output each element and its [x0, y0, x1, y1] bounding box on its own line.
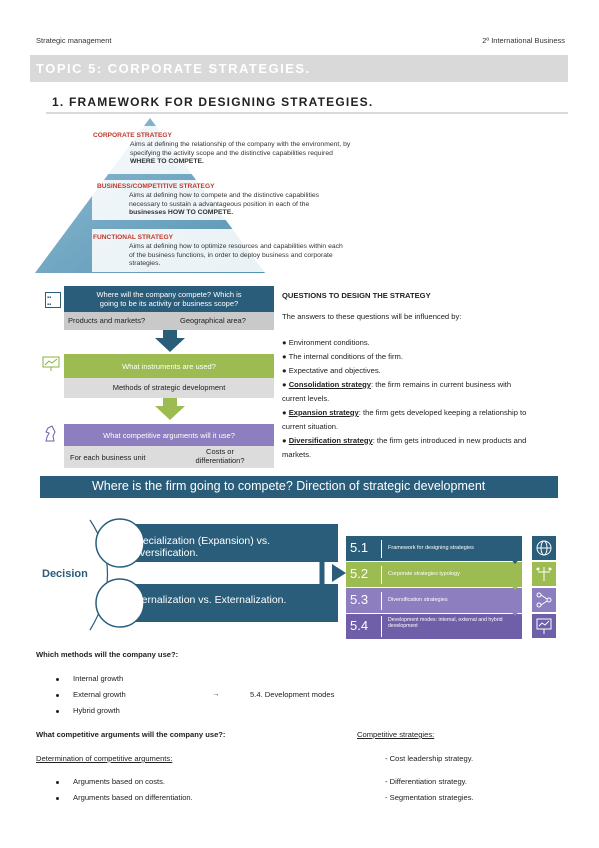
- step-5-4-num: 5.4: [350, 618, 369, 633]
- arrow-down-2: [155, 398, 185, 420]
- arguments-title: What competitive arguments will the comp…: [36, 730, 226, 739]
- business-strategy-text: Aims at defining how to compete and the …: [129, 192, 320, 216]
- step-5-2-num: 5.2: [350, 566, 369, 581]
- svg-text:▪▪: ▪▪: [47, 302, 51, 308]
- arrow-down-1: [155, 330, 185, 352]
- svg-text:▪▪: ▪▪: [47, 295, 51, 301]
- topic-bar: [30, 55, 568, 82]
- question-3-options: [64, 446, 274, 468]
- header-right: 2º International Business: [482, 36, 565, 45]
- presentation-icon: [42, 356, 60, 377]
- determination-title: Determination of competitive arguments:: [36, 754, 173, 763]
- method-external: External growth: [73, 690, 126, 699]
- arrow-right: →: [212, 689, 220, 698]
- decision-option-1: Specialization (Expansion) vs.Diversific…: [130, 535, 271, 559]
- globe-icon: [532, 536, 556, 560]
- development-modes-ref: 5.4. Development modes: [250, 690, 335, 699]
- business-unit: For each business unit: [70, 453, 146, 462]
- step-5-4-label: Development modes: internal, external an…: [388, 617, 503, 629]
- questions-list: ● Environment conditions. ● The internal…: [282, 338, 527, 459]
- questions-intro: The answers to these questions will be i…: [282, 312, 462, 321]
- section-divider: [46, 112, 568, 114]
- header-left: Strategic management: [36, 36, 112, 45]
- arguments-differentiation: Arguments based on differentiation.: [73, 793, 193, 802]
- grid-icon: ▪▪▪▪: [45, 292, 61, 313]
- questions-title: QUESTIONS TO DESIGN THE STRATEGY: [282, 291, 431, 300]
- methods-title: Which methods will the company use?:: [36, 650, 179, 659]
- corporate-strategy-title: CORPORATE STRATEGY: [93, 132, 172, 139]
- functional-strategy-title: FUNCTIONAL STRATEGY: [93, 234, 173, 241]
- business-strategy-title: BUSINESS/COMPETITIVE STRATEGY: [97, 183, 215, 190]
- bracket-arrow: [319, 541, 346, 609]
- direction-title-bar: Where is the firm going to compete? Dire…: [40, 476, 558, 498]
- cost-leadership: - Cost leadership strategy.: [385, 754, 474, 763]
- step-5-3-num: 5.3: [350, 592, 369, 607]
- step-5-1-label: Framework for designing strategies: [388, 545, 474, 551]
- direction-title: Where is the firm going to compete? Dire…: [92, 479, 486, 493]
- decision-option-2: Internalization vs. Externalization.: [130, 594, 287, 606]
- decision-label: Decision: [42, 568, 88, 580]
- question-box-1: Where will the company compete? Which is…: [64, 286, 274, 312]
- competitive-strategies-title: Competitive strategies:: [357, 730, 435, 739]
- section-title: 1. FRAMEWORK FOR DESIGNING STRATEGIES.: [52, 95, 374, 109]
- question-2-answer: Methods of strategic development: [64, 378, 274, 398]
- branch-icon: [532, 588, 556, 612]
- segmentation-strategies: - Segmentation strategies.: [385, 793, 474, 802]
- differentiation-strategy: - Differentiation strategy.: [385, 777, 468, 786]
- step-5-1-num: 5.1: [350, 540, 369, 555]
- corporate-strategy-text: Aims at defining the relationship of the…: [130, 141, 351, 165]
- topic-title: TOPIC 5: CORPORATE STRATEGIES.: [36, 61, 311, 76]
- products-markets: Products and markets?: [68, 316, 146, 325]
- arguments-costs: Arguments based on costs.: [73, 777, 166, 786]
- functional-strategy-text: Aims at defining how to optimize resourc…: [129, 243, 343, 267]
- question-box-3: What competitive arguments will it use?: [64, 424, 274, 446]
- geographical-area: Geographical area?: [180, 316, 246, 325]
- presentation-board-icon: [532, 614, 556, 638]
- hierarchy-icon: [532, 562, 556, 586]
- step-5-2-label: Corporate strategies typology: [388, 571, 460, 577]
- decision-diagram: [89, 518, 338, 631]
- step-5-3-label: Diversification strategies: [388, 597, 448, 603]
- question-box-2: What instruments are used?: [64, 354, 274, 378]
- method-hybrid: Hybrid growth: [73, 706, 120, 715]
- chess-knight-icon: [42, 424, 58, 447]
- question-1-options: [64, 312, 274, 330]
- method-internal: Internal growth: [73, 674, 124, 683]
